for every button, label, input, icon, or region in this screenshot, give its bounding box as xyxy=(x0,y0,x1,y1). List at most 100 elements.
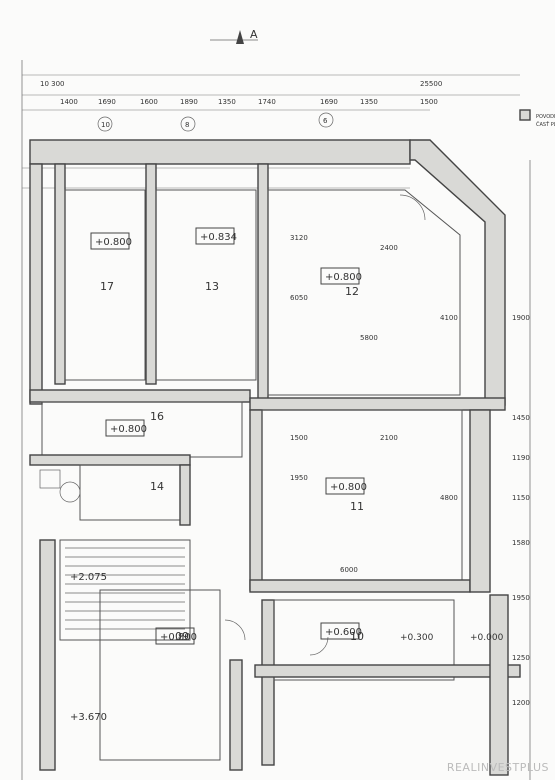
room-10-level-box xyxy=(320,622,360,640)
wall-left-bottom xyxy=(39,539,56,771)
side-dim-text: 1190 xyxy=(512,454,530,462)
wall-room11-left xyxy=(249,409,263,591)
wall-room11-bottom xyxy=(249,579,471,593)
room-10-number: 10 xyxy=(350,630,364,643)
wall-14-right xyxy=(179,464,191,526)
room-11-level: +0.800 xyxy=(330,482,367,493)
room-17-level-box xyxy=(90,232,130,250)
room-17-number: 17 xyxy=(100,280,114,293)
room-13-level-box xyxy=(195,227,235,245)
level-mark: +2.075 xyxy=(70,572,107,583)
wall-v2 xyxy=(145,163,157,385)
dim-text: 1500 xyxy=(420,98,438,106)
dim-text: 1890 xyxy=(180,98,198,106)
room-10-outline xyxy=(273,599,455,681)
room-14-number: 14 xyxy=(150,480,164,493)
level-mark: +0.000 xyxy=(470,633,504,643)
room-16-number: 16 xyxy=(150,410,164,423)
wall-angled-right xyxy=(409,139,506,406)
dim-text: 3120 xyxy=(290,234,308,242)
dim-text: 1350 xyxy=(360,98,378,106)
dim-text: 25500 xyxy=(420,80,442,88)
grid-marker-label: 8 xyxy=(185,121,189,129)
room-11-number: 11 xyxy=(350,500,364,513)
legend-line-2: ČASŤ PLÁNU PRÍZEMIA xyxy=(536,120,555,128)
grid-marker-icon xyxy=(180,116,196,132)
room-12-level: +0.800 xyxy=(325,272,362,283)
watermark-logo: REALINVESTPLUS xyxy=(446,761,549,774)
door-swing-icon xyxy=(224,619,246,641)
wall-top xyxy=(29,139,411,165)
wall-16-bottom xyxy=(29,454,191,466)
room-14-outline xyxy=(79,464,186,521)
dim-text: 10 300 xyxy=(40,80,65,88)
dim-text: 4800 xyxy=(440,494,458,502)
level-mark: +3.670 xyxy=(70,712,107,723)
side-dim-text: 1150 xyxy=(512,494,530,502)
room-13-number: 13 xyxy=(205,280,219,293)
room-09-number: 09 xyxy=(175,630,189,643)
grid-marker-icon xyxy=(318,112,334,128)
dim-text: 6050 xyxy=(290,294,308,302)
side-dim-text: 1200 xyxy=(512,699,530,707)
door-swing-icon xyxy=(309,636,329,656)
room-09-level: +0.800 xyxy=(160,632,197,643)
room-11-level-box xyxy=(325,477,365,495)
section-arrow-icon xyxy=(236,30,244,44)
side-dim-text: 1450 xyxy=(512,414,530,422)
grid-marker-label: 10 xyxy=(101,121,110,129)
room-16-level-box xyxy=(105,419,145,437)
wall-right-bottom xyxy=(489,594,509,776)
dim-text: 1500 xyxy=(290,434,308,442)
wall-10-left xyxy=(261,599,275,766)
side-dim-text: 1250 xyxy=(512,654,530,662)
room-12-number: 12 xyxy=(345,285,359,298)
room-09-level-box xyxy=(155,627,195,645)
room-10-level: +0.600 xyxy=(325,627,362,638)
level-mark: +0.300 xyxy=(400,633,434,643)
legend-swatch xyxy=(519,109,531,121)
wall-right-11 xyxy=(469,409,491,593)
dim-text: 1740 xyxy=(258,98,276,106)
dim-text: 1600 xyxy=(140,98,158,106)
dim-text: 1690 xyxy=(320,98,338,106)
wall-mid-left xyxy=(29,389,251,403)
dim-text: 2400 xyxy=(380,244,398,252)
dim-text: 1350 xyxy=(218,98,236,106)
wall-left-top xyxy=(29,163,43,405)
dim-text: 1950 xyxy=(290,474,308,482)
fixture-icon xyxy=(59,481,81,503)
legend-line-1: POVODNÉ OBVODOVÉ ZDIVO xyxy=(536,112,555,120)
room-16-level: +0.800 xyxy=(110,424,147,435)
grid-marker-label: 6 xyxy=(323,117,328,125)
dim-text: 1400 xyxy=(60,98,78,106)
room-13-outline xyxy=(155,189,257,381)
dim-text: 4100 xyxy=(440,314,458,322)
dim-text: 5800 xyxy=(360,334,378,342)
stair-treads xyxy=(65,547,185,630)
room-12-outline xyxy=(267,189,461,396)
dim-text: 6000 xyxy=(340,566,358,574)
side-dim-text: 1580 xyxy=(512,539,530,547)
sink-icon xyxy=(39,469,61,489)
room-13-level: +0.834 xyxy=(200,232,237,243)
grid-marker-icon xyxy=(97,116,113,132)
door-swing-icon xyxy=(399,194,426,221)
section-marker-label: A xyxy=(250,28,258,41)
dim-text: 2100 xyxy=(380,434,398,442)
room-17-level: +0.800 xyxy=(95,237,132,248)
wall-09-right xyxy=(229,659,243,771)
wall-v3 xyxy=(257,163,269,405)
dim-text: 1690 xyxy=(98,98,116,106)
wall-v1 xyxy=(54,163,66,385)
room-17-outline xyxy=(64,189,146,381)
room-labels: +0.80017+0.83413+0.80012+0.8001614+0.800… xyxy=(90,227,367,645)
wall-10-bottom xyxy=(254,664,521,678)
room-12-level-box xyxy=(320,267,360,285)
side-dim-text: 1950 xyxy=(512,594,530,602)
room-09-outline xyxy=(99,589,221,761)
wall-mid-right xyxy=(249,397,506,411)
side-dim-text: 1900 xyxy=(512,314,530,322)
